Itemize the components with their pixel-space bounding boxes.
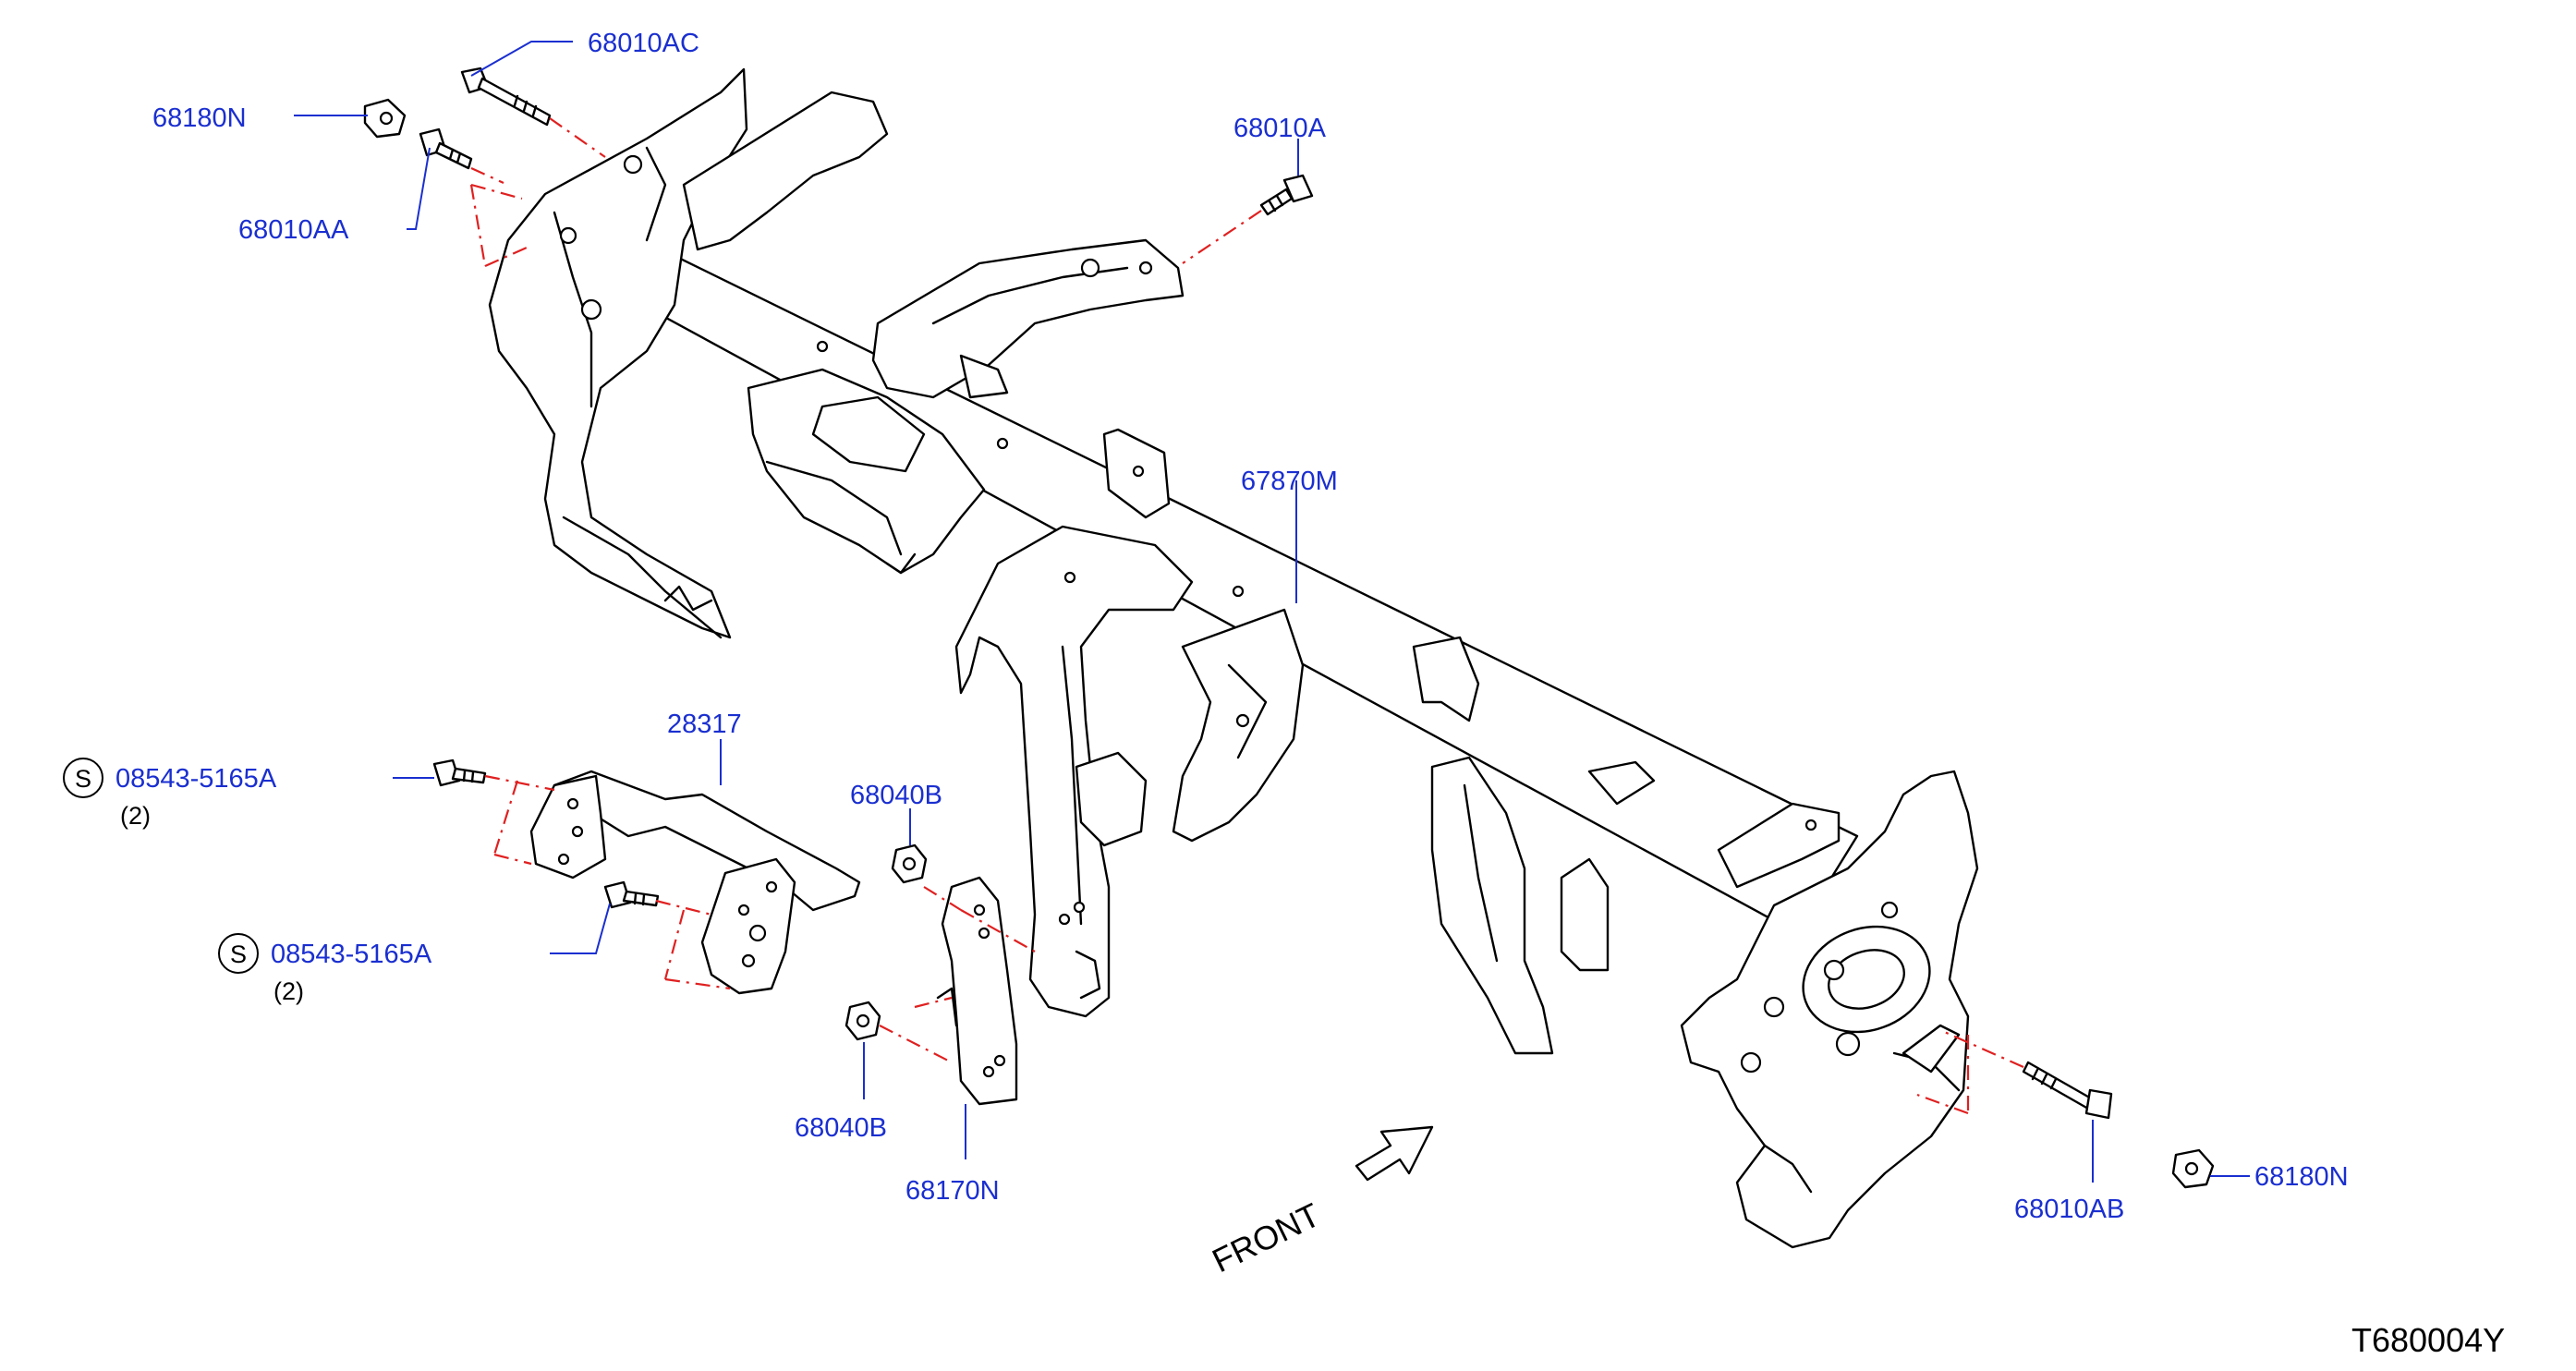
bracket-68170n (936, 876, 1018, 1106)
clip-nut-68180n-top (363, 98, 407, 139)
label-68010ab: 68010AB (2014, 1195, 2124, 1224)
upper-center-bracket (871, 238, 1185, 399)
nut-68040b-top (891, 843, 928, 884)
clip-nut-68180n-bottom (2171, 1148, 2215, 1189)
bolt-68010ab (2022, 1061, 2113, 1120)
bolt-68010aa (419, 127, 473, 170)
cross-member-67870m (488, 67, 1979, 1249)
standard-part-symbol-upper: S (63, 758, 103, 798)
lower-center-strut (1430, 756, 1554, 1055)
label-68040b-top: 68040B (850, 781, 942, 810)
leader-lines (294, 41, 2250, 1183)
symbol-s-lower: S (230, 940, 247, 968)
bolt-68010a (1259, 174, 1314, 216)
bolt-68010ac (460, 67, 552, 127)
screw-08543-lower (603, 880, 660, 909)
label-08543-lower: 08543-5165A (271, 940, 432, 969)
label-08543-upper: 08543-5165A (115, 764, 277, 794)
steering-tube (589, 224, 1859, 935)
label-28317: 28317 (667, 710, 742, 739)
right-center-bracket (1412, 636, 1480, 722)
left-upper-plate (682, 91, 889, 251)
drawing-code: T680004Y (2351, 1321, 2505, 1359)
standard-part-symbol-lower: S (218, 933, 259, 974)
label-68040b-bottom: 68040B (795, 1113, 887, 1143)
front-direction-label: FRONT (1207, 1195, 1326, 1280)
assembly-centerlines (469, 117, 2024, 1115)
qty-08543-lower: (2) (273, 977, 304, 1005)
label-68170n: 68170N (905, 1176, 1000, 1206)
label-68010ac: 68010AC (588, 29, 699, 58)
label-68180n-bottom: 68180N (2254, 1162, 2349, 1192)
label-68010a: 68010A (1233, 114, 1327, 143)
label-68010aa: 68010AA (238, 215, 349, 245)
symbol-s-upper: S (75, 765, 91, 793)
front-arrow-icon (1355, 1125, 1434, 1182)
column-support-bracket (747, 368, 986, 575)
screw-08543-upper (432, 758, 487, 787)
left-end-bracket (488, 67, 748, 639)
label-68180n-top: 68180N (152, 103, 247, 133)
label-67870m: 67870M (1241, 467, 1338, 496)
qty-08543-upper: (2) (120, 802, 151, 830)
nut-68040b-bottom (844, 1001, 881, 1041)
bracket-28317 (529, 770, 861, 995)
